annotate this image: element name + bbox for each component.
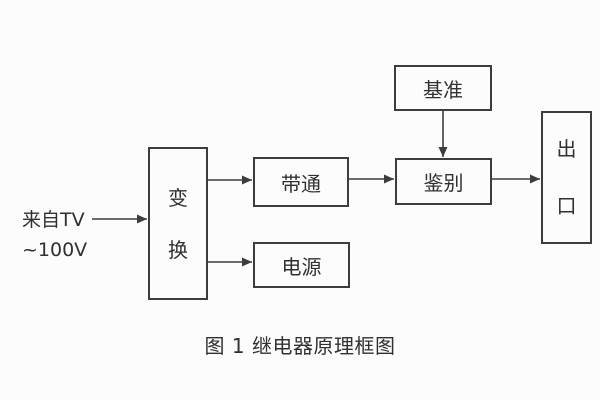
block-outlet-label: 出口 [556, 136, 577, 218]
block-power-label: 电源 [281, 254, 322, 279]
block-transform-label: 变换 [168, 185, 188, 262]
figure-caption: 图 1 继电器原理框图 [204, 334, 396, 358]
block-discriminator: 鉴别 [395, 158, 492, 205]
input-source-label: 来自TV [22, 209, 85, 231]
block-outlet: 出口 [541, 111, 592, 244]
block-bandpass: 带通 [253, 157, 349, 207]
block-bandpass-label: 带通 [281, 171, 321, 196]
block-reference: 基准 [394, 65, 492, 111]
input-voltage-label: ~100V [22, 239, 88, 261]
block-discriminator-label: 鉴别 [423, 171, 464, 195]
block-transform: 变换 [148, 147, 208, 300]
block-reference-label: 基准 [423, 77, 463, 102]
block-power: 电源 [253, 242, 350, 288]
